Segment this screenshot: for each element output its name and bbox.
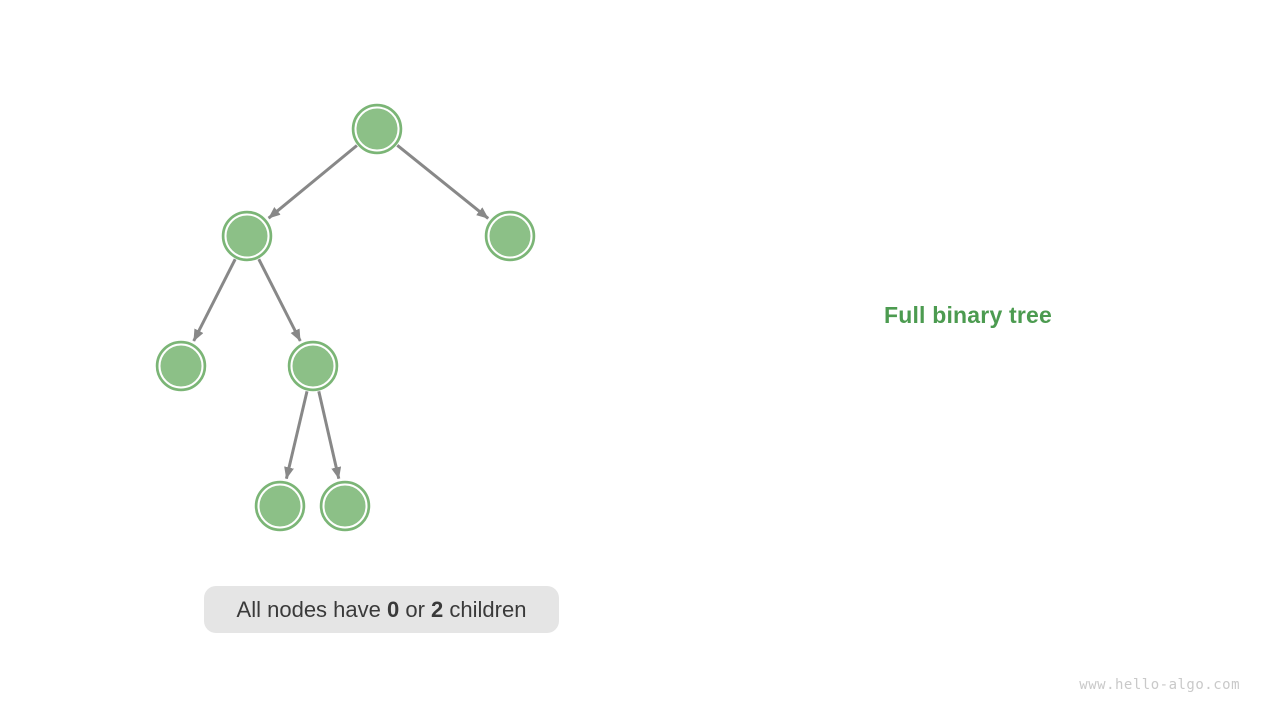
tree-node-inner-ring bbox=[290, 343, 336, 389]
tree-node-L bbox=[221, 210, 273, 262]
tree-node-circle bbox=[287, 340, 339, 392]
watermark: www.hello-algo.com bbox=[1079, 677, 1240, 693]
tree-edge-root-R bbox=[396, 144, 490, 220]
tree-node-inner-ring bbox=[224, 213, 270, 259]
tree-node-circle bbox=[351, 103, 403, 155]
tree-node-inner-ring bbox=[158, 343, 204, 389]
tree-node-LL bbox=[155, 340, 207, 392]
caption-bold-value: 0 bbox=[386, 596, 400, 622]
tree-node-LRL bbox=[254, 480, 306, 532]
tree-node-root bbox=[351, 103, 403, 155]
tree-node-LR bbox=[287, 340, 339, 392]
caption-box: All nodes have 0 or 2 children bbox=[204, 586, 559, 633]
tree-edge-LR-LRR bbox=[317, 390, 342, 480]
tree-node-circle bbox=[221, 210, 273, 262]
tree-edge-root-L bbox=[267, 144, 358, 220]
tree-node-inner-ring bbox=[487, 213, 533, 259]
tree-node-circle bbox=[155, 340, 207, 392]
tree-node-circle bbox=[484, 210, 536, 262]
figure-title: Full binary tree bbox=[883, 302, 1053, 328]
tree-edge-L-LR bbox=[257, 258, 302, 342]
caption-segment: All nodes have bbox=[236, 596, 387, 622]
caption-segment: children bbox=[443, 596, 527, 622]
tree-edge-L-LL bbox=[192, 258, 237, 342]
caption-bold-value: 2 bbox=[431, 596, 444, 622]
caption-segment: or bbox=[399, 596, 432, 622]
tree-node-R bbox=[484, 210, 536, 262]
tree-node-circle bbox=[319, 480, 371, 532]
tree-node-circle bbox=[254, 480, 306, 532]
tree-edge-LR-LRL bbox=[284, 390, 309, 480]
tree-node-LRR bbox=[319, 480, 371, 532]
caption-text: All nodes have 0 or 2 children bbox=[236, 596, 527, 622]
tree-node-inner-ring bbox=[354, 106, 400, 152]
tree-node-inner-ring bbox=[322, 483, 368, 529]
tree-node-inner-ring bbox=[257, 483, 303, 529]
